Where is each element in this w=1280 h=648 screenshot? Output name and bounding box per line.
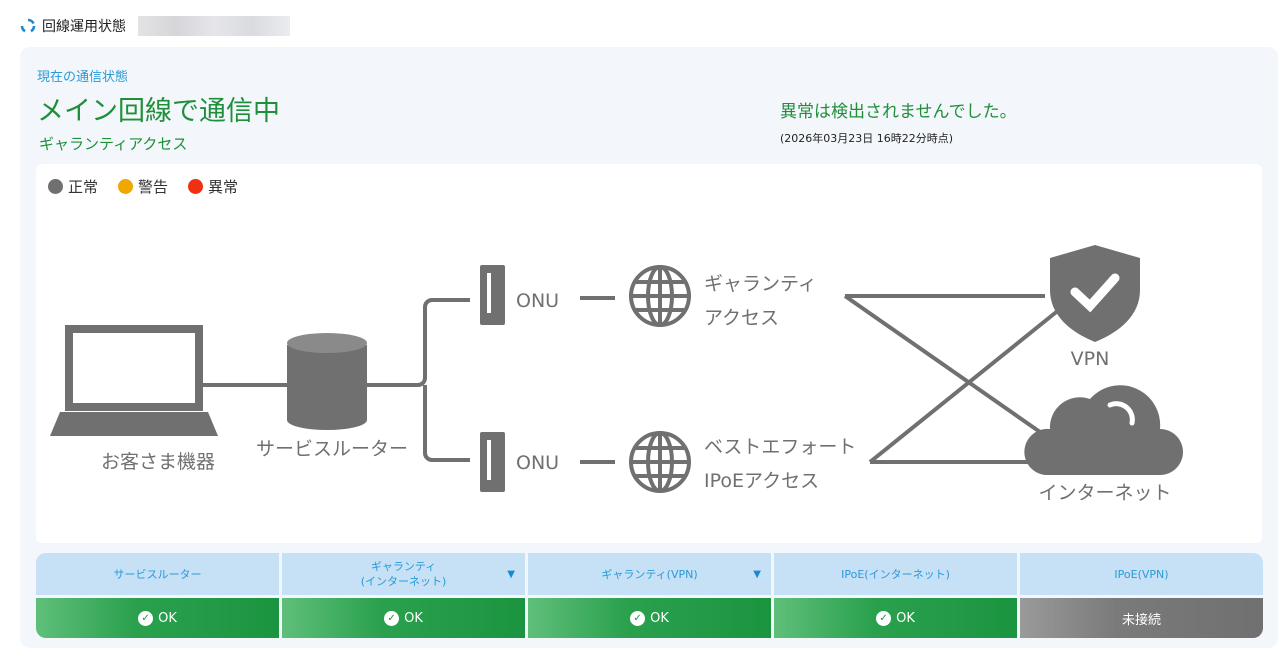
- refresh-icon: [20, 18, 36, 33]
- legend-warning: 警告: [118, 176, 168, 197]
- check-circle-icon: ✓: [384, 610, 400, 626]
- status-panel: 現在の通信状態 メイン回線で通信中 ギャランティアクセス 異常は検出されませんで…: [20, 47, 1278, 648]
- column-header-label: IPoE(インターネット): [841, 567, 950, 581]
- status-cell: ✓OK: [36, 598, 279, 638]
- dropdown-arrow-icon[interactable]: ▼: [753, 569, 761, 580]
- column-header[interactable]: ギャランティ(VPN) ▼: [528, 553, 771, 595]
- label-internet: インターネット: [1038, 482, 1171, 504]
- status-cell: ✓OK: [528, 598, 771, 638]
- onu-icon: [480, 432, 505, 492]
- column-header[interactable]: ギャランティ (インターネット) ▼: [282, 553, 525, 595]
- network-diagram: 正常 警告 異常 お客さま機器 サービスルーター ONU ONU ギャランティ …: [36, 164, 1262, 543]
- page-title: 回線運用状態: [42, 19, 126, 35]
- status-column: ギャランティ (インターネット) ▼ ✓OK: [282, 553, 525, 638]
- status-label: 現在の通信状態: [37, 70, 129, 85]
- status-text: OK: [158, 610, 177, 626]
- check-circle-icon: ✓: [138, 610, 154, 626]
- laptop-icon: [50, 325, 218, 436]
- page-header: 回線運用状態: [20, 16, 290, 36]
- column-header: IPoE(VPN): [1020, 553, 1263, 595]
- column-header-label: ギャランティ(VPN): [601, 567, 698, 581]
- status-text: OK: [650, 610, 669, 626]
- globe-icon: [629, 431, 691, 493]
- status-text: OK: [404, 610, 423, 626]
- status-message: 異常は検出されませんでした。: [780, 102, 1017, 122]
- label-onu-2: ONU: [516, 452, 559, 474]
- column-header: サービスルーター: [36, 553, 279, 595]
- cloud-icon: [1024, 385, 1183, 475]
- label-guarantee-1: ギャランティ: [704, 273, 817, 295]
- legend-error: 異常: [188, 176, 238, 197]
- status-text: 未接続: [1121, 612, 1161, 628]
- label-besteffort-2: IPoEアクセス: [704, 470, 819, 492]
- status-column: ギャランティ(VPN) ▼ ✓OK: [528, 553, 771, 638]
- onu-icon: [480, 265, 505, 325]
- legend-normal: 正常: [48, 176, 98, 197]
- column-header: IPoE(インターネット): [774, 553, 1017, 595]
- status-column: サービスルーター ✓OK: [36, 553, 279, 638]
- router-icon: [287, 333, 367, 430]
- status-timestamp: (2026年03月23日 16時22分時点): [780, 132, 954, 145]
- column-header-label: サービスルーター: [113, 567, 202, 581]
- label-vpn: VPN: [1071, 348, 1110, 370]
- dropdown-arrow-icon[interactable]: ▼: [507, 569, 515, 580]
- redacted-info: [138, 16, 290, 36]
- label-router: サービスルーター: [256, 438, 408, 460]
- status-cell: 未接続: [1020, 598, 1263, 638]
- status-text: OK: [896, 610, 915, 626]
- column-header-label: IPoE(VPN): [1114, 567, 1169, 581]
- status-line: ギャランティアクセス: [39, 135, 188, 153]
- label-onu-1: ONU: [516, 290, 559, 312]
- globe-icon: [629, 265, 691, 327]
- status-main: メイン回線で通信中: [37, 96, 280, 127]
- label-client: お客さま機器: [101, 451, 215, 473]
- status-cell: ✓OK: [282, 598, 525, 638]
- column-header-label: ギャランティ (インターネット): [360, 560, 447, 588]
- check-circle-icon: ✓: [876, 610, 892, 626]
- status-cell: ✓OK: [774, 598, 1017, 638]
- legend: 正常 警告 異常: [48, 176, 238, 197]
- status-column: IPoE(インターネット) ✓OK: [774, 553, 1017, 638]
- label-besteffort-1: ベストエフォート: [704, 436, 856, 458]
- check-circle-icon: ✓: [630, 610, 646, 626]
- status-column: IPoE(VPN) 未接続: [1020, 553, 1263, 638]
- shield-check-icon: [1050, 245, 1140, 342]
- label-guarantee-2: アクセス: [704, 307, 779, 329]
